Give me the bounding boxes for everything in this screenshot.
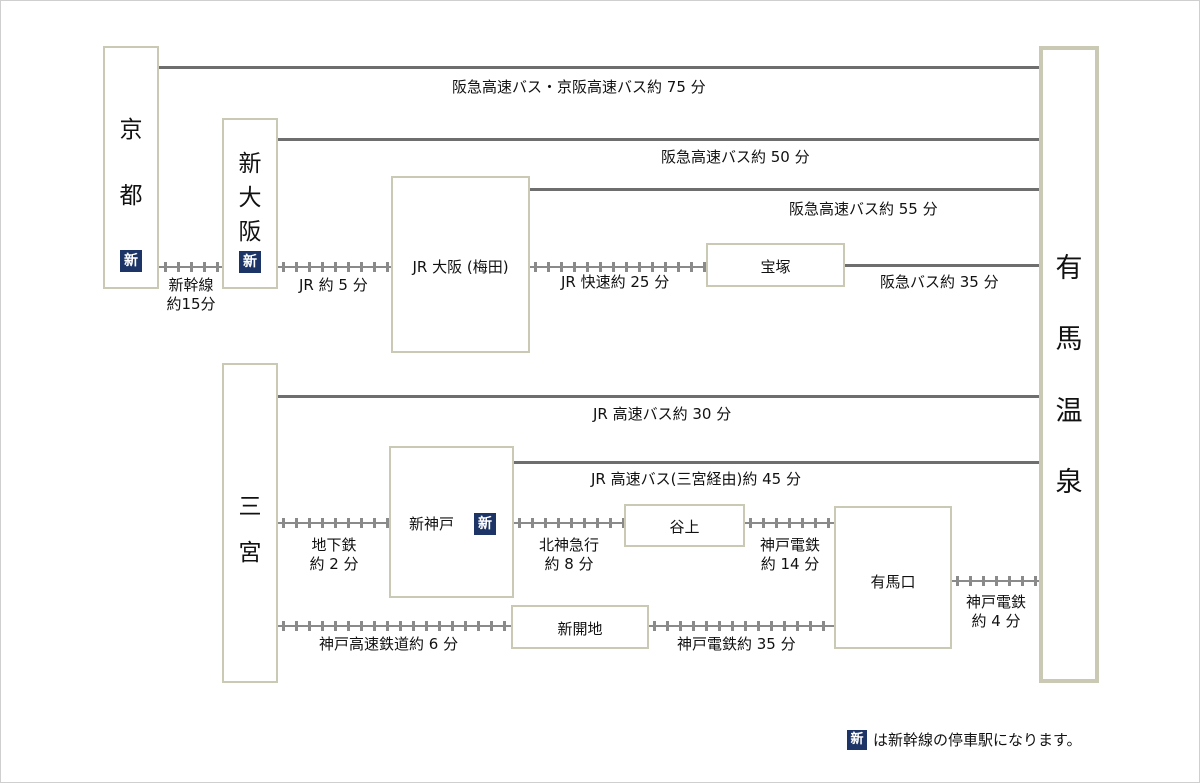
station-kyoto-char-2: 都 [119,183,143,209]
station-arima-guchi-label: 有馬口 [870,573,916,591]
station-shin-osaka-char-1: 新 [238,151,262,177]
shinkansen-badge: 新 [120,250,142,272]
station-kyoto-char-1: 京 [119,117,143,143]
route-label-hokushin-line-1: 北神急行 [538,536,599,554]
route-label-shinkansen: 新幹線 約15分 [161,276,221,314]
station-sannomiya: 三 宮 [222,363,278,683]
track-shintetsu-4 [951,576,1041,586]
station-tanigami: 谷上 [624,504,745,547]
route-label-shintetsu-4-line-2: 約 4 分 [971,612,1021,630]
station-arima-onsen-char-4: 泉 [1055,467,1083,498]
station-sannomiya-char-2: 宮 [238,540,262,566]
route-line-shin-osaka-bus [277,138,1041,141]
route-label-jr-rapid: JR 快速約 25 分 [561,273,670,291]
station-sannomiya-char-1: 三 [238,494,262,520]
route-label-hokushin-line-2: 約 8 分 [544,555,594,573]
route-line-takarazuka-bus [844,264,1041,267]
route-line-kyoto-bus [159,66,1041,69]
station-osaka-umeda: JR 大阪 (梅田) [391,176,530,353]
legend: 新は新幹線の停車駅になります。 [847,729,1082,750]
legend-text: は新幹線の停車駅になります。 [873,731,1082,749]
legend-shinkansen-badge: 新 [847,729,867,750]
track-shintetsu-35 [648,621,835,631]
shinkansen-badge: 新 [474,513,496,535]
station-shin-osaka-char-2: 大 [238,185,262,211]
station-arima-onsen-char-1: 有 [1055,253,1083,284]
route-label-shintetsu-14: 神戸電鉄 約 14 分 [749,536,831,574]
route-label-osaka-bus: 阪急高速バス約 55 分 [789,200,938,218]
route-label-shintetsu-14-line-1: 神戸電鉄 [759,536,820,554]
station-shinkaichi-label: 新開地 [557,620,603,638]
route-label-shin-osaka-bus: 阪急高速バス約 50 分 [661,148,810,166]
route-label-shinkansen-line-1: 新幹線 [168,276,214,294]
track-jr-rapid [529,262,707,272]
station-arima-onsen: 有 馬 温 泉 [1039,46,1099,683]
station-arima-guchi: 有馬口 [834,506,952,649]
route-label-kyoto-bus: 阪急高速バス・京阪高速バス約 75 分 [452,78,706,96]
route-label-shintetsu-14-line-2: 約 14 分 [760,555,820,573]
station-kyoto: 京 都 新 [103,46,159,289]
station-tanigami-label: 谷上 [669,518,700,536]
route-label-shintetsu-35: 神戸電鉄約 35 分 [677,635,796,653]
station-takarazuka: 宝塚 [706,243,845,287]
station-takarazuka-label: 宝塚 [760,258,791,276]
route-label-jr-5: JR 約 5 分 [299,276,368,294]
route-line-osaka-bus [529,188,1041,191]
route-label-subway: 地下鉄 約 2 分 [299,536,369,574]
station-shin-osaka: 新 大 阪 新 [222,118,278,289]
route-label-takarazuka-bus: 阪急バス約 35 分 [880,273,999,291]
station-shin-kobe-label: 新神戸 [409,515,455,533]
route-label-subway-line-2: 約 2 分 [309,555,359,573]
track-kobe-kosoku [277,621,512,631]
route-label-shintetsu-4-line-1: 神戸電鉄 [965,593,1026,611]
track-shintetsu-14 [744,518,835,528]
route-label-shintetsu-4: 神戸電鉄 約 4 分 [956,593,1036,631]
track-subway [277,518,390,528]
route-label-subway-line-1: 地下鉄 [311,536,357,554]
route-label-hokushin: 北神急行 約 8 分 [529,536,609,574]
route-label-kobe-kosoku: 神戸高速鉄道約 6 分 [319,635,459,653]
station-shinkaichi: 新開地 [511,605,649,649]
route-line-shin-kobe-bus [513,461,1041,464]
station-shin-kobe: 新神戸 新 [389,446,514,598]
shinkansen-badge: 新 [239,251,261,273]
route-label-sannomiya-bus: JR 高速バス約 30 分 [593,405,732,423]
route-line-sannomiya-bus [277,395,1041,398]
route-label-shin-kobe-bus: JR 高速バス(三宮経由)約 45 分 [591,470,801,488]
station-arima-onsen-char-2: 馬 [1055,324,1083,355]
track-hokushin [513,518,625,528]
station-arima-onsen-char-3: 温 [1055,396,1083,427]
station-shin-osaka-char-3: 阪 [238,219,262,245]
track-jr-5 [277,262,392,272]
station-osaka-umeda-label: JR 大阪 (梅田) [412,258,509,276]
track-shinkansen [159,262,223,272]
route-label-shinkansen-line-2: 約15分 [166,295,216,313]
